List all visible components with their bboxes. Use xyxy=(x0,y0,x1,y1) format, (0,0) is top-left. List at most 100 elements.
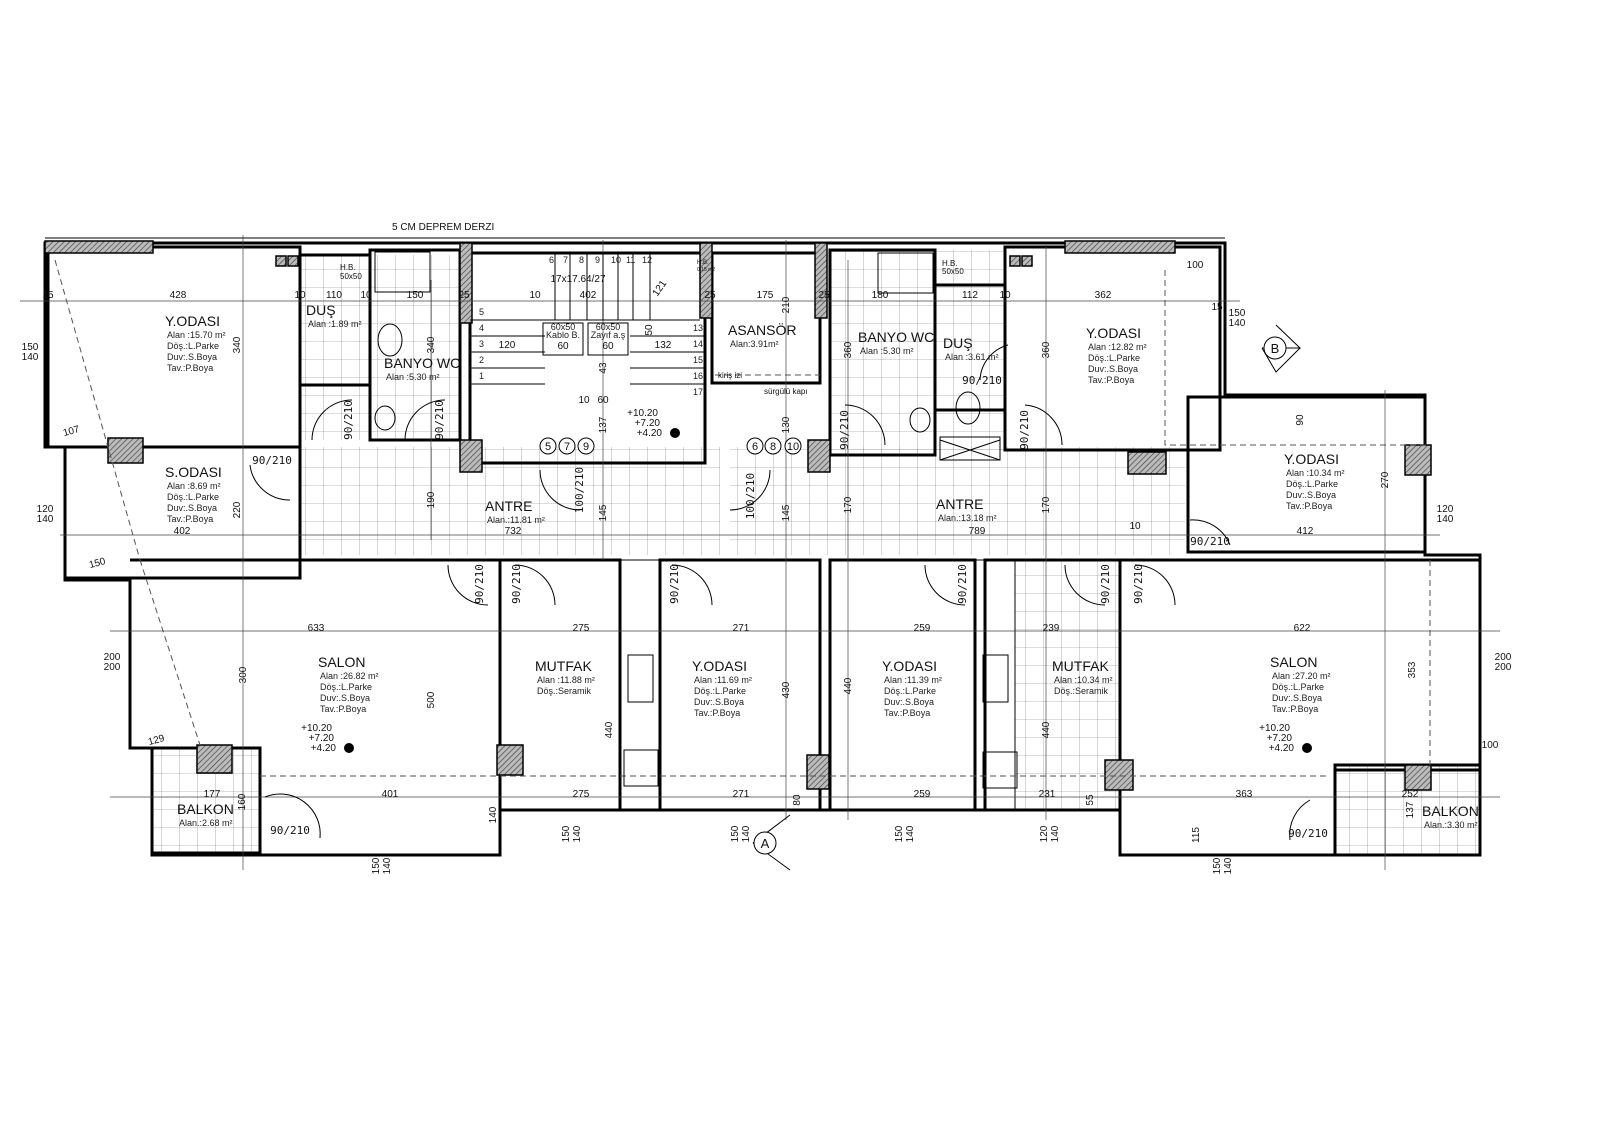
window-width: 150 xyxy=(22,342,39,353)
room-area: Alan.:3.30 m² xyxy=(1424,820,1478,830)
dimension-label: 129 xyxy=(147,733,166,748)
dimension-label: 10 xyxy=(578,395,590,406)
dimension-label: 259 xyxy=(914,789,931,800)
room-area: Alan :15.70 m² xyxy=(167,330,226,340)
dimension-label: 353 xyxy=(1407,661,1418,678)
stair-step-number: 12 xyxy=(642,255,652,265)
dimension-label: 115 xyxy=(1191,827,1202,843)
level-marker-icon xyxy=(670,428,680,438)
room-name: ANTRE xyxy=(485,498,532,514)
dimension-label: 25 xyxy=(458,290,470,301)
level-label: +7.20 xyxy=(309,733,335,744)
door-label: 90/210 xyxy=(433,400,446,440)
level-label: +7.20 xyxy=(1267,733,1293,744)
room-name: Y.ODASI xyxy=(882,658,937,674)
dimension-label: 145 xyxy=(598,504,609,521)
dimension-label: 150 xyxy=(407,290,424,301)
room-name: MUTFAK xyxy=(1052,658,1109,674)
room-name: BALKON xyxy=(1422,803,1479,819)
stair-step-number: 7 xyxy=(563,255,568,265)
room-name: MUTFAK xyxy=(535,658,592,674)
room-area: Alan :1.89 m² xyxy=(308,319,362,329)
dimension-label: 100 xyxy=(1187,260,1204,271)
walls xyxy=(43,237,1482,857)
section-marker-a: A xyxy=(752,814,791,871)
dimension-label: 428 xyxy=(170,290,187,301)
stair-step-number: 6 xyxy=(549,255,554,265)
shaft-size: 60x50 xyxy=(596,322,621,332)
room-name: Y.ODASI xyxy=(1284,451,1339,467)
dimension-label: 362 xyxy=(1095,290,1112,301)
dimension-label: 25 xyxy=(818,290,830,301)
dimension-label: 150 xyxy=(88,556,107,571)
dimension-label: 340 xyxy=(426,336,437,353)
room-area: Alan :27.20 m² xyxy=(1272,671,1331,681)
sliding-door-note: sürgülü kapı xyxy=(764,387,808,396)
dimension-label: 100 xyxy=(1482,740,1499,751)
room-floor: Döş.:L.Parke xyxy=(1272,682,1324,692)
unit-number: 7 xyxy=(564,441,570,453)
window-height: 140 xyxy=(572,825,583,842)
door-label: 90/210 xyxy=(838,410,851,450)
window-height: 140 xyxy=(1223,857,1234,874)
window-height: 140 xyxy=(22,352,39,363)
shaft-width: 60 xyxy=(602,341,614,352)
beam-traces xyxy=(54,259,1431,777)
room-wall: Duv:.S.Boya xyxy=(1286,490,1336,500)
room-name: S.ODASI xyxy=(165,464,222,480)
level-label: +4.20 xyxy=(637,428,663,439)
room-ceiling: Tav.:P.Boya xyxy=(1286,501,1332,511)
unit-number: 5 xyxy=(545,441,551,453)
room-area: Alan :5.30 m² xyxy=(860,346,914,356)
dimension-label: 271 xyxy=(733,789,750,800)
toilet-icon xyxy=(377,323,403,357)
sink-icon xyxy=(909,407,931,433)
stair-step-number: 3 xyxy=(479,339,484,349)
stair-step-number: 2 xyxy=(479,355,484,365)
unit-number-marker xyxy=(746,437,764,455)
dimension-label: 440 xyxy=(1041,721,1052,738)
shaft-size: 60x50 xyxy=(551,322,576,332)
dimension-label: 789 xyxy=(969,526,986,537)
level-label: +4.20 xyxy=(1269,743,1295,754)
stair-step-number: 15 xyxy=(693,355,703,365)
unit-number: 8 xyxy=(770,441,776,453)
level-label: +7.20 xyxy=(635,418,661,429)
stair-step-number: 14 xyxy=(693,339,703,349)
door-label: 90/210 xyxy=(1132,564,1145,604)
room-floor: Döş.:L.Parke xyxy=(1286,479,1338,489)
dimension-label: 25 xyxy=(704,290,716,301)
dimension-label: 275 xyxy=(573,789,590,800)
seismic-joint-note: 5 CM DEPREM DERZI xyxy=(392,222,494,233)
dimension-label: 137 xyxy=(1405,801,1416,818)
dimension-label: 440 xyxy=(843,677,854,694)
dimension-label: 177 xyxy=(204,789,221,800)
dimension-label: 170 xyxy=(843,496,854,513)
door-label: 90/210 xyxy=(342,400,355,440)
dimension-label: 360 xyxy=(1041,341,1052,358)
stair-step-number: 10 xyxy=(611,255,621,265)
hb-right-label: H.B. xyxy=(942,259,958,268)
dimension-label: 340 xyxy=(232,336,243,353)
window-width: 120 xyxy=(1437,504,1454,515)
door-label: 90/210 xyxy=(1018,410,1031,450)
room-area: Alan :26.82 m² xyxy=(320,671,379,681)
dimension-label: 10 xyxy=(1129,521,1141,532)
room-wall: Duv:.S.Boya xyxy=(320,693,370,703)
room-area: Alan:3.91m² xyxy=(730,339,779,349)
room-area: Alan :11.88 m² xyxy=(537,675,595,685)
level-label: +10.20 xyxy=(1259,723,1290,734)
room-wall: Duv:.S.Boya xyxy=(167,503,217,513)
dimension-label: 402 xyxy=(174,526,191,537)
dimension-label: 132 xyxy=(655,340,672,351)
dimension-label: 137 xyxy=(598,416,609,433)
dimension-label: 130 xyxy=(781,416,792,433)
window-width: 120 xyxy=(37,504,54,515)
room-floor: Döş.:L.Parke xyxy=(1088,353,1140,363)
room-floor: Döş.:L.Parke xyxy=(167,341,219,351)
room-wall: Duv:.S.Boya xyxy=(167,352,217,362)
dimension-label: 259 xyxy=(914,623,931,634)
window-width: 150 xyxy=(371,857,382,874)
stair-step-number: 8 xyxy=(579,255,584,265)
